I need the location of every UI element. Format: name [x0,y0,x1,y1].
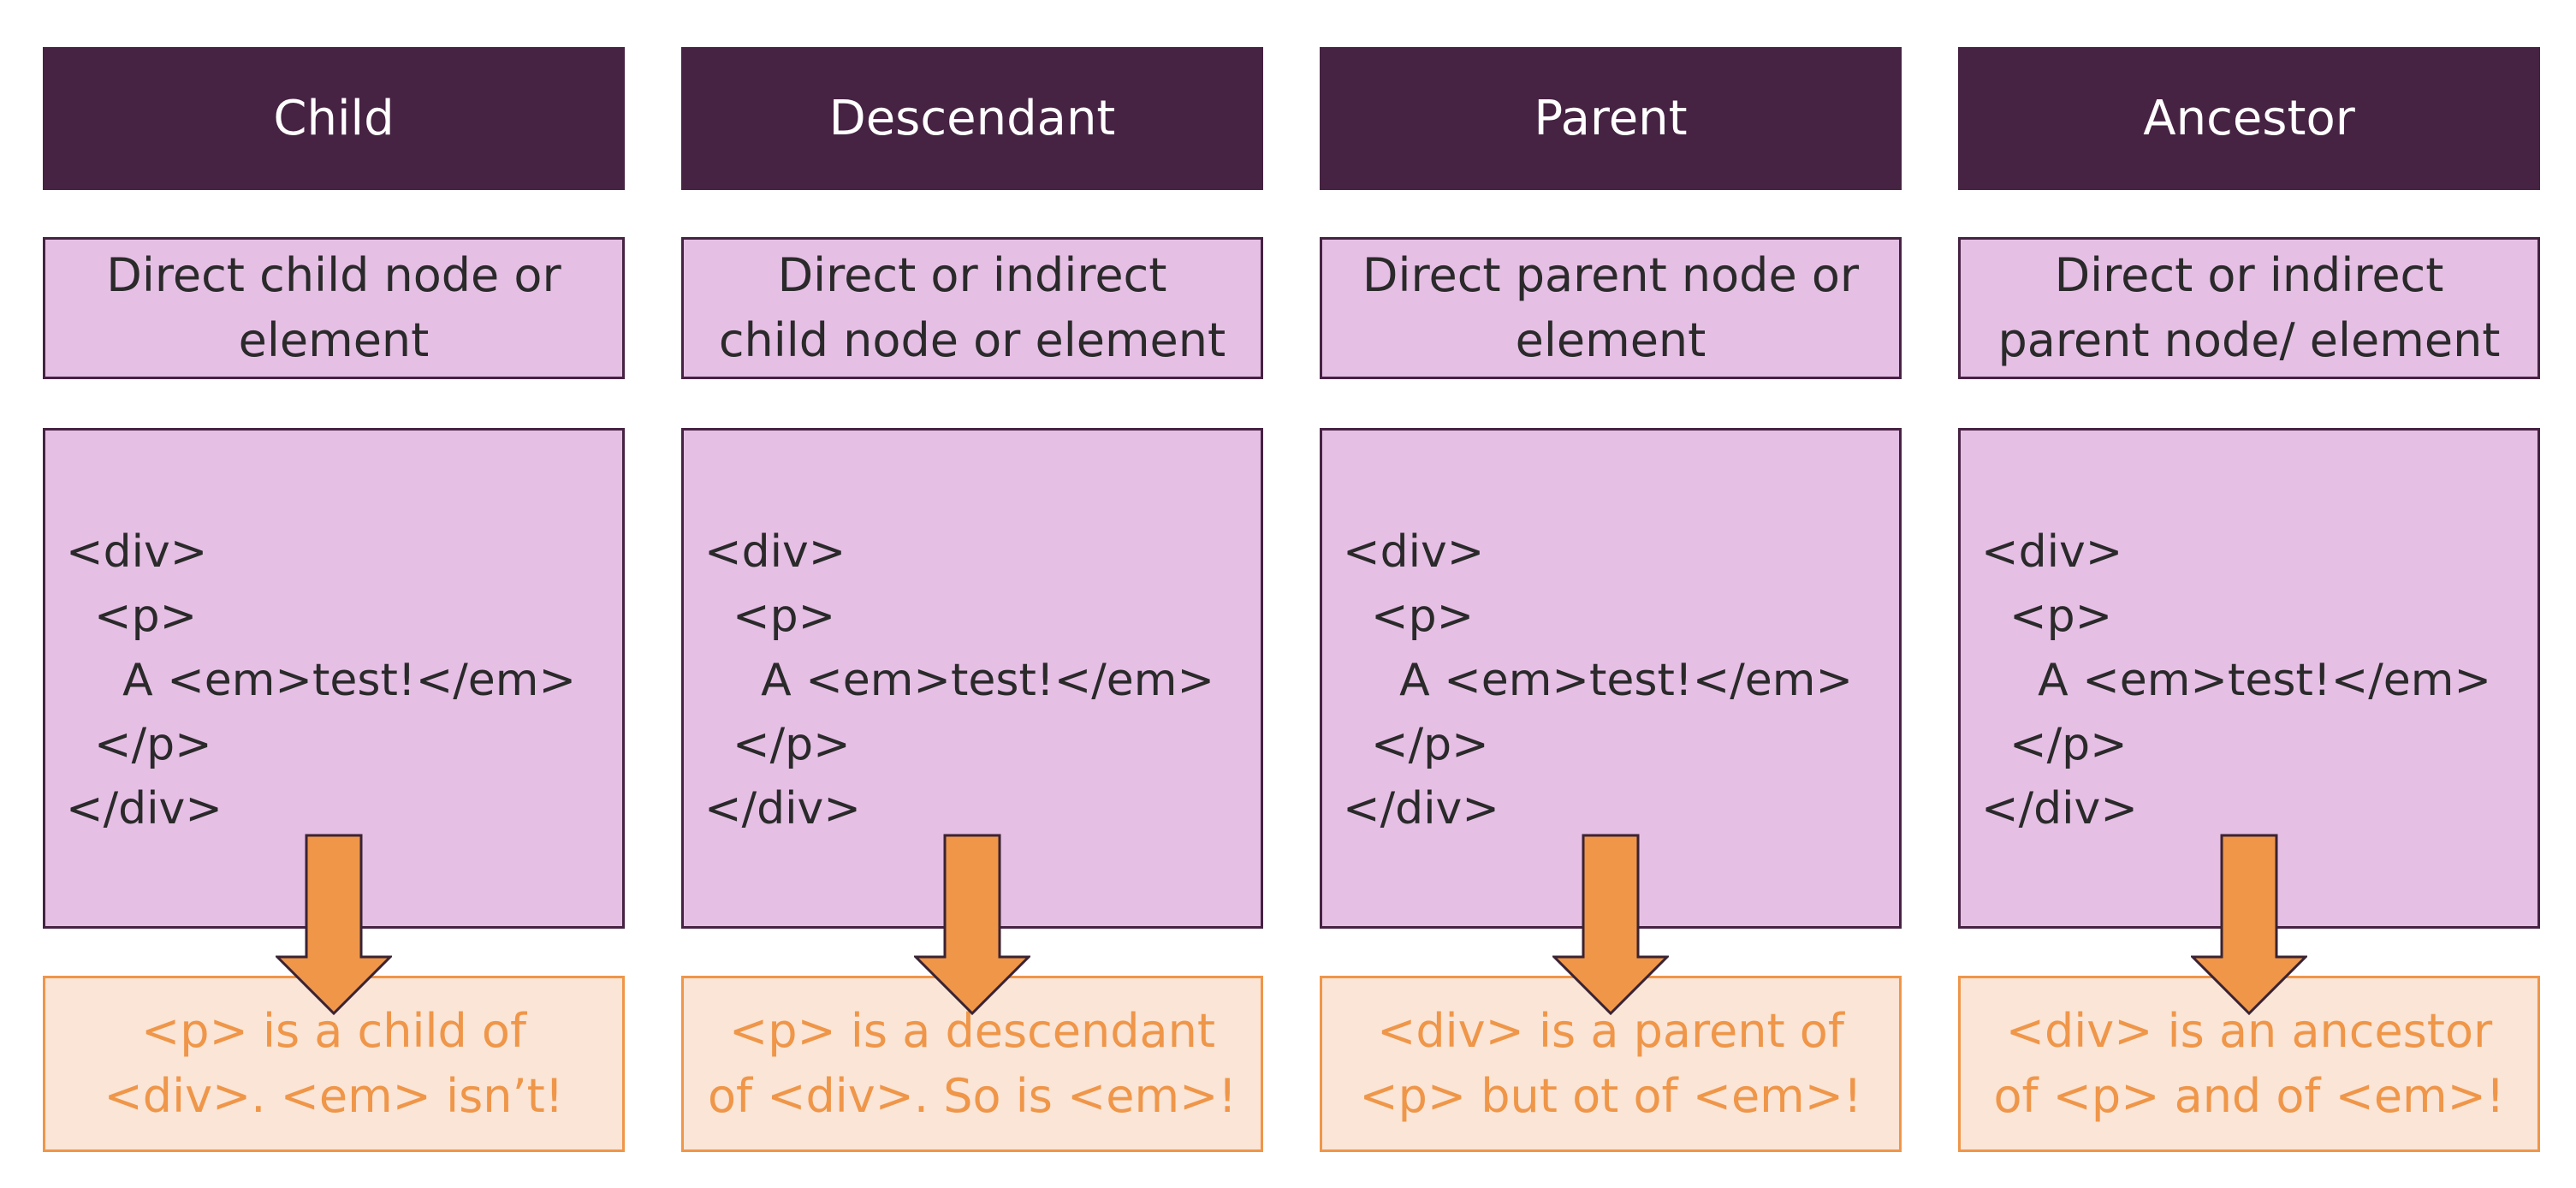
column-ancestor: Ancestor Direct or indirect parent node/… [1958,0,2540,1188]
down-arrow-icon [1552,834,1669,1015]
down-arrow-icon [2191,834,2307,1015]
result-line: <p> but ot of <em>! [1359,1069,1862,1123]
code-line: <div> [1343,526,1485,578]
description-line: Direct child node or [106,248,561,302]
code-line: </p> [704,719,851,770]
code-line: <div> [704,526,846,578]
result-box: <p> is a child of <div>. <em> isn’t! [43,976,625,1152]
code-line: </div> [1343,783,1499,835]
code-line: <p> [1343,591,1475,642]
column-title: Child [43,47,625,190]
code-line: </p> [1981,719,2128,770]
description-line: parent node/ element [1997,313,2501,367]
column-descendant: Descendant Direct or indirect child node… [681,0,1263,1188]
column-parent: Parent Direct parent node or element <di… [1320,0,1902,1188]
code-line: A <em>test!</em> [1981,655,2492,706]
code-line: A <em>test!</em> [66,655,577,706]
code-line: </p> [1343,719,1489,770]
code-line: A <em>test!</em> [704,655,1215,706]
column-title: Ancestor [1958,47,2540,190]
down-arrow-icon [276,834,392,1015]
code-line: <div> [1981,526,2123,578]
description-line: Direct parent node or [1362,248,1860,302]
description-line: Direct or indirect [2054,248,2444,302]
code-line: <div> [66,526,208,578]
column-title: Parent [1320,47,1902,190]
result-line: of <p> and of <em>! [1993,1069,2505,1123]
column-child: Child Direct child node or element <div>… [43,0,625,1188]
code-line: <p> [704,591,836,642]
result-line: of <div>. So is <em>! [707,1069,1238,1123]
down-arrow-icon [914,834,1030,1015]
column-title: Descendant [681,47,1263,190]
description-box: Direct or indirect parent node/ element [1958,237,2540,379]
description-line: element [238,313,430,367]
description-line: Direct or indirect [777,248,1167,302]
code-line: </p> [66,719,212,770]
code-line: A <em>test!</em> [1343,655,1854,706]
code-line: <p> [1981,591,2113,642]
code-line: </div> [704,783,861,835]
code-box: <div> <p> A <em>test!</em> </p> </div> [1320,428,1902,929]
code-line: </div> [66,783,223,835]
description-box: Direct or indirect child node or element [681,237,1263,379]
code-box: <div> <p> A <em>test!</em> </p> </div> [1958,428,2540,929]
code-line: <p> [66,591,198,642]
description-line: child node or element [718,313,1226,367]
description-box: Direct child node or element [43,237,625,379]
description-box: Direct parent node or element [1320,237,1902,379]
description-line: element [1515,313,1706,367]
result-line: <div>. <em> isn’t! [104,1069,564,1123]
code-line: </div> [1981,783,2138,835]
